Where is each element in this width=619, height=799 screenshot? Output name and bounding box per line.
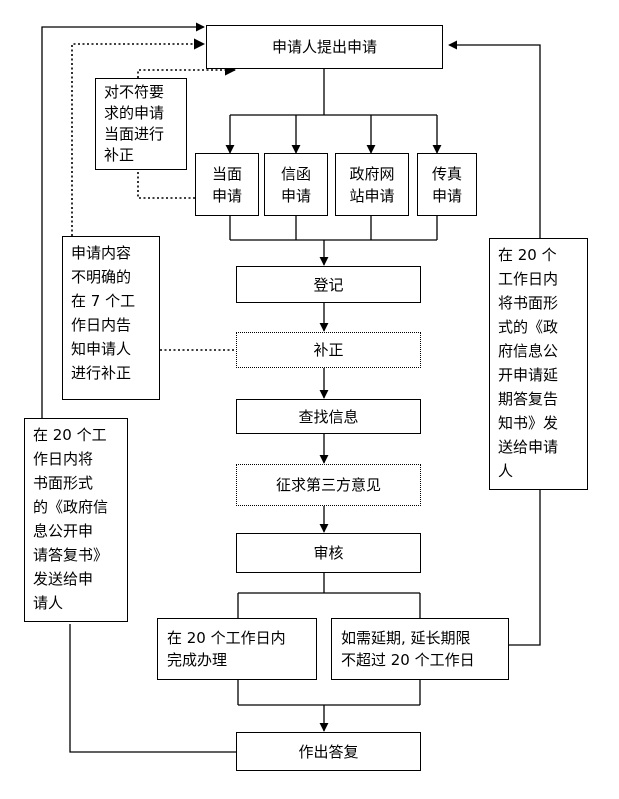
search-info-step: 查找信息 [236, 399, 421, 434]
search-info-step-label: 查找信息 [298, 407, 359, 426]
correction-step: 补正 [236, 332, 421, 368]
non-compliant-correction-note: 对不符要 求的申请 当面进行 补正 [95, 78, 187, 170]
third-party-opinion-step: 征求第三方意见 [236, 464, 421, 506]
submit-application-label: 申请人提出申请 [271, 38, 377, 56]
third-party-opinion-step-label: 征求第三方意见 [275, 476, 381, 494]
extension-notice-note: 在 20 个 工作日内 将书面形 式的《政 府信息公 开申请延 期答复告 知书》… [489, 238, 588, 490]
unclear-content-note: 申请内容 不明确的 在 7 个工 作日内告 知申请人 进行补正 [62, 236, 160, 400]
complete-within-20-days-label: 在 20 个工作日内 完成办理 [167, 629, 286, 669]
reply-book-note: 在 20 个工 作日内将 书面形式 的《政府信 息公开申 请答复书》 发送给申 … [24, 418, 128, 622]
channel-in-person-label: 当面 申请 [211, 164, 242, 205]
review-step-label: 审核 [313, 544, 344, 562]
channel-letter-label: 信函 申请 [280, 164, 311, 205]
complete-within-20-days-box: 在 20 个工作日内 完成办理 [157, 618, 317, 680]
make-reply-step: 作出答复 [236, 732, 421, 771]
extension-box: 如需延期, 延长期限 不超过 20 个工作日 [331, 618, 509, 680]
correction-step-label: 补正 [313, 341, 344, 359]
channel-in-person: 当面 申请 [195, 153, 259, 216]
submit-application-box: 申请人提出申请 [206, 25, 443, 69]
make-reply-step-label: 作出答复 [298, 742, 359, 761]
review-step: 审核 [236, 533, 421, 573]
channel-website-label: 政府网 站申请 [349, 164, 395, 205]
channel-letter: 信函 申请 [264, 153, 328, 216]
channel-website: 政府网 站申请 [335, 153, 409, 216]
channel-fax-label: 传真 申请 [431, 164, 462, 205]
channel-fax: 传真 申请 [417, 153, 477, 216]
register-step-label: 登记 [313, 275, 344, 294]
register-step: 登记 [236, 266, 421, 303]
extension-label: 如需延期, 延长期限 不超过 20 个工作日 [341, 629, 475, 669]
